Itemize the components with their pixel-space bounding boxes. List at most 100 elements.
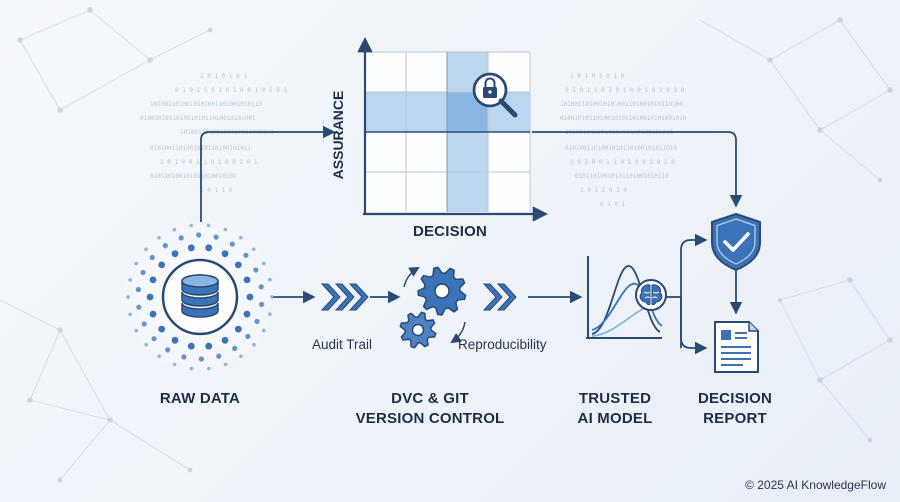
ring-dot — [171, 336, 179, 344]
reproducibility-label: Reproducibility — [458, 337, 547, 352]
dot-ring — [126, 223, 274, 371]
svg-text:010100110100101011010010101101: 0101001101001010110100101011010 — [565, 145, 677, 152]
y-axis-label: ASSURANCE — [330, 90, 346, 180]
ring-dot — [221, 336, 229, 344]
svg-text:010010101101001010110100101010: 01001010110100101011010010101001010 — [560, 115, 687, 122]
gears-icon — [399, 266, 467, 349]
svg-text:1 0 1 0 0 1 1 0 1 0 0 1 0 1 0: 1 0 1 0 0 1 1 0 1 0 0 1 0 1 0 — [570, 159, 675, 166]
ring-dot — [258, 284, 264, 290]
ring-dot — [252, 342, 256, 347]
assurance-decision-grid — [357, 36, 549, 222]
ring-dot — [254, 318, 260, 325]
double-chevron-icon — [320, 283, 369, 311]
ring-dot — [196, 232, 202, 238]
ring-dot — [144, 343, 148, 347]
ring-dot — [234, 325, 242, 333]
shield-check-icon — [711, 212, 761, 272]
ring-dot — [253, 267, 259, 273]
ring-dot — [268, 312, 272, 316]
padlock-magnifier-icon — [472, 72, 518, 118]
ring-dot — [221, 250, 229, 258]
ring-dot — [234, 261, 242, 269]
ring-dot — [158, 325, 166, 333]
ring-dot — [134, 328, 139, 333]
ring-dot — [243, 310, 251, 318]
ring-dot — [245, 333, 251, 340]
ring-dot — [162, 243, 168, 249]
ring-dot — [207, 366, 211, 371]
ring-dot — [146, 293, 154, 301]
ring-dot — [157, 236, 161, 240]
svg-text:101001101001010100110100101011: 1010011010010101001101001010110100 — [560, 101, 683, 108]
ring-dot — [243, 276, 251, 284]
gear-hole — [411, 323, 425, 337]
ring-dot — [151, 336, 157, 342]
ring-dot — [246, 293, 254, 301]
ring-dot — [259, 301, 265, 307]
ring-dot — [213, 234, 219, 240]
ring-dot — [171, 250, 179, 258]
ai-model-chart-icon — [586, 256, 663, 339]
ring-dot — [157, 354, 161, 359]
svg-text:1 0 1 1 0 1 0: 1 0 1 1 0 1 0 — [580, 187, 627, 194]
x-axis-label: DECISION — [412, 223, 488, 240]
ring-dot — [134, 261, 138, 266]
svg-text:1 0 1 0 1 0 1 0: 1 0 1 0 1 0 1 0 — [570, 73, 625, 80]
ring-dot — [198, 356, 204, 362]
ring-dot — [205, 342, 213, 350]
ring-dot — [229, 241, 235, 247]
ring-dot — [128, 278, 132, 282]
ring-dot — [149, 310, 157, 318]
gear-hole — [434, 283, 450, 299]
double-chevron-icon — [482, 283, 517, 311]
ring-dot — [252, 247, 256, 251]
network-background — [0, 7, 893, 483]
raw-data-node — [120, 217, 280, 377]
ring-dot — [144, 247, 148, 252]
svg-text:010110100101011010010101: 010110100101011010010101 — [150, 173, 237, 180]
flow-connectors — [200, 125, 743, 355]
brain-icon — [635, 279, 667, 311]
svg-text:010010101101001010110100101010: 01001010110100101011010010101001 — [140, 115, 256, 122]
ring-dot — [158, 261, 166, 269]
label-raw-data: RAW DATA — [159, 390, 241, 407]
svg-text:1 0 1 0 1 0 1: 1 0 1 0 1 0 1 — [200, 73, 247, 80]
ring-dot — [172, 227, 177, 232]
ring-dot — [243, 252, 249, 258]
ring-dot — [135, 287, 141, 293]
ring-dot — [140, 269, 146, 276]
ring-dot — [172, 362, 177, 367]
binary-stream-left: 1 0 1 0 1 0 1 0 1 0 1 1 0 1 0 1 0 0 1 0 … — [140, 73, 287, 194]
ring-dot — [223, 227, 228, 232]
ring-dot — [128, 312, 132, 317]
ring-dot — [141, 321, 147, 327]
ring-dot — [149, 254, 155, 261]
copyright-footer: © 2025 AI KnowledgeFlow — [745, 478, 886, 492]
svg-text:1 0 1 0 0 1 1 0 1 0 0 1 0 1: 1 0 1 0 0 1 1 0 1 0 0 1 0 1 — [160, 159, 258, 166]
ring-dot — [126, 295, 130, 299]
svg-text:101001101001010100110100101011: 1010011010010101001101001010110 — [150, 101, 262, 108]
svg-text:01011010010101101001010110: 01011010010101101001010110 — [575, 173, 669, 180]
svg-text:0 1 0 1 1 0 1 0 1 0 0 1 0 1 0: 0 1 0 1 1 0 1 0 1 0 0 1 0 1 0 1 — [175, 87, 287, 94]
ring-dot — [187, 342, 195, 350]
ring-dot — [178, 235, 184, 241]
ring-dot — [136, 304, 142, 310]
database-icon — [181, 274, 219, 318]
ring-dot — [187, 244, 195, 252]
audit-trail-label: Audit Trail — [312, 337, 373, 352]
ring-dot — [262, 328, 266, 333]
ring-dot — [189, 366, 194, 371]
ring-dot — [232, 345, 238, 351]
ring-dot — [216, 353, 222, 359]
svg-text:0 1 0 1 1 0 1 0 1 0 0 1 0 1 0: 0 1 0 1 1 0 1 0 1 0 0 1 0 1 0 1 0 — [565, 87, 685, 94]
ring-dot — [239, 235, 243, 240]
ring-dot — [206, 223, 211, 228]
binary-stream-right: 1 0 1 0 1 0 1 0 0 1 0 1 1 0 1 0 1 0 0 1 … — [560, 73, 687, 208]
ring-dot — [149, 276, 157, 284]
ring-dot — [270, 295, 274, 299]
ring-dot — [205, 244, 213, 252]
ring-dot — [239, 354, 243, 359]
